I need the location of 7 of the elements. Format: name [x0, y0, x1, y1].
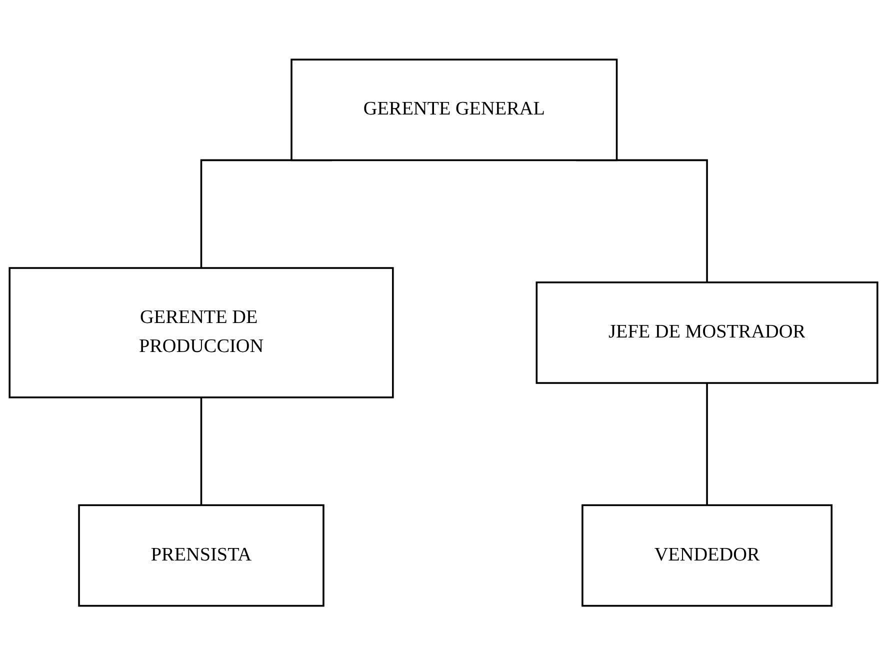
- connector: [706, 382, 708, 505]
- node-box: GERENTE GENERAL: [290, 58, 618, 161]
- node-box: JEFE DE MOSTRADOR: [536, 281, 878, 384]
- node-box: PRENSISTA: [78, 504, 324, 606]
- node-box: VENDEDOR: [582, 504, 832, 606]
- node-box: GERENTE DE PRODUCCION: [8, 266, 394, 398]
- connector: [200, 396, 202, 505]
